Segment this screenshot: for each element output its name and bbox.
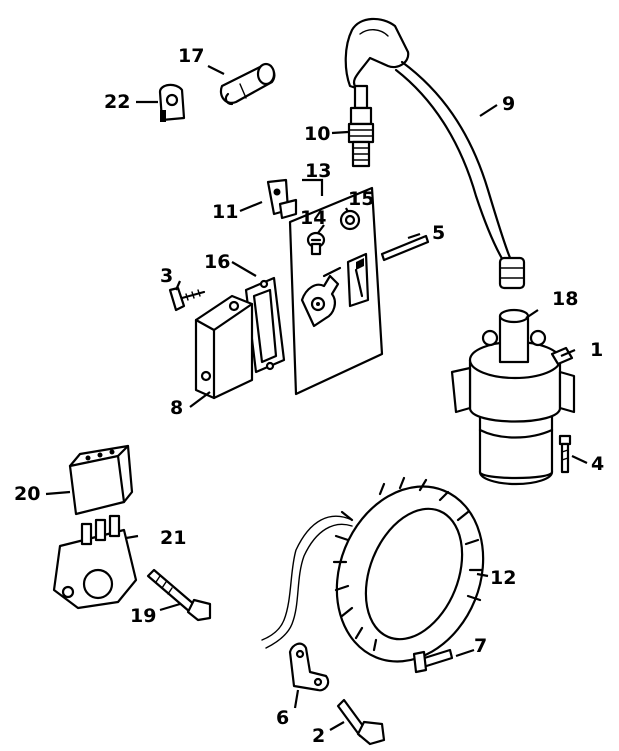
part-4-screw [558,434,572,474]
part-7-screw [412,648,454,674]
callout-21: 21 [160,527,186,549]
callout-16: 16 [204,251,230,273]
part-17-connector [219,62,276,106]
part-18-ignition-coil [450,308,576,486]
part-14-screw [306,231,326,256]
part-6-bracket [288,642,330,692]
part-22-clip [158,83,186,122]
callout-22: 22 [104,91,130,113]
callout-2: 2 [312,725,325,747]
callout-5: 5 [432,222,445,244]
part-15-nut [339,209,361,231]
callout-numbers: 1 2 3 4 5 6 7 8 9 10 11 12 13 14 15 16 1… [14,45,604,747]
callout-8: 8 [170,397,183,419]
part-10-spark-plug [347,84,375,168]
callout-11: 11 [212,201,238,223]
part-21-rectifier [52,514,138,610]
callout-12: 12 [490,567,516,589]
part-16-gasket [244,276,286,374]
callout-9: 9 [502,93,515,115]
part-9-spark-plug-lead [344,17,526,290]
part-20-connector-block [68,444,134,516]
part-13-backing-plate [288,186,384,396]
callout-13: 13 [305,160,331,182]
leader-lines [45,65,588,731]
callout-10: 10 [304,123,330,145]
callout-20: 20 [14,483,40,505]
callout-6: 6 [276,707,289,729]
callout-1: 1 [590,339,603,361]
part-2-bolt [336,698,386,746]
callout-15: 15 [348,188,374,210]
callout-19: 19 [130,605,156,627]
part-5-pin [380,234,430,262]
part-12-stator [261,476,485,663]
part-8-module-box [194,294,254,400]
callout-4: 4 [591,453,604,475]
callout-18: 18 [552,288,578,310]
part-3-screw [168,286,206,312]
part-11-bracket [266,178,298,220]
callout-7: 7 [474,635,487,657]
part-19-bolt [146,568,212,622]
callout-14: 14 [300,207,326,229]
callout-3: 3 [160,265,173,287]
callout-17: 17 [178,45,204,67]
